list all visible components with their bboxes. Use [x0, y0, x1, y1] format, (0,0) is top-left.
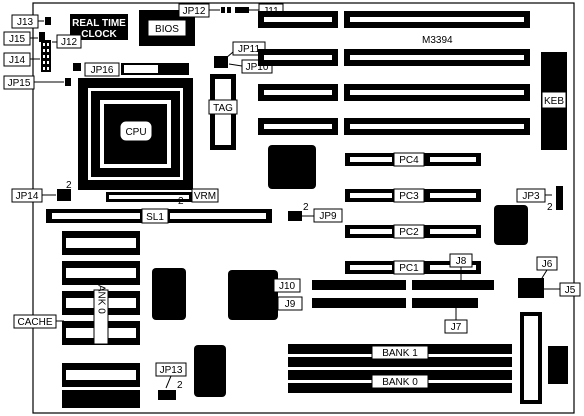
tag-chip: TAG — [208, 74, 238, 150]
j5-connector: J5 — [544, 282, 581, 297]
j12-label: J12 — [61, 37, 78, 48]
j6-connector: J6 — [518, 256, 558, 298]
jp15-label: JP15 — [8, 78, 31, 89]
j15-label: J15 — [9, 34, 26, 45]
j7-connector: J7 — [412, 298, 478, 334]
jp14-label: JP14 — [16, 191, 39, 202]
jp3-jumper: JP3 2 — [516, 186, 563, 213]
jp13-label: JP13 — [160, 365, 183, 376]
chipset-chip — [268, 145, 316, 189]
pci-controller-chip — [228, 270, 278, 320]
cache-bank-label: BANK 0 — [96, 278, 107, 314]
j14-connector: J14 — [3, 40, 51, 72]
pc3-label: PC3 — [399, 191, 419, 202]
bios-label: BIOS — [155, 24, 179, 35]
keb-label: KEB — [544, 96, 564, 107]
j5-label: J5 — [565, 285, 576, 296]
j9-label: J9 — [285, 299, 296, 310]
pci-slot-pc4: PC4 — [345, 152, 481, 167]
jp12-jumper: JP12 — [178, 3, 231, 18]
pc2-label: PC2 — [399, 227, 419, 238]
j10-connector: J10 — [273, 278, 406, 293]
cache-label-box: CACHE — [13, 314, 64, 329]
pc4-label: PC4 — [399, 155, 419, 166]
cpu-socket: CPU — [78, 78, 193, 190]
jp9-label: JP9 — [319, 211, 337, 222]
rtc-label-line1: REAL TIME — [72, 18, 126, 29]
jp11-label: JP11 — [238, 44, 260, 55]
vrm-pin-mark: 2 — [178, 196, 184, 207]
jp14-jumper: JP14 2 — [11, 180, 72, 203]
jp15-jumper: JP15 — [3, 75, 71, 90]
pc1-label: PC1 — [399, 263, 419, 274]
pci-slot-pc2: PC2 — [345, 224, 481, 239]
jp16-jumper: JP16 — [73, 62, 189, 77]
jp14-pin-mark: 2 — [66, 180, 72, 191]
sram-chip — [152, 268, 186, 320]
pci-slot-pc3: PC3 — [345, 188, 481, 203]
jp12-label: JP12 — [183, 6, 206, 17]
rtc-label-line2: CLOCK — [81, 29, 117, 40]
j8-connector: J8 — [412, 253, 494, 290]
memory-controller-chip — [194, 345, 226, 397]
j12-connector: J12 — [52, 34, 82, 49]
bank1-label: BANK 1 — [382, 348, 418, 359]
j7-label: J7 — [451, 322, 462, 333]
j8-label: J8 — [456, 256, 467, 267]
j9-connector: J9 — [277, 296, 406, 311]
jp3-label: JP3 — [522, 191, 540, 202]
io-chip — [494, 205, 528, 245]
sl1-label: SL1 — [146, 212, 164, 223]
cache-memory: BANK 0 — [62, 231, 140, 408]
jp9-jumper: 2 JP9 — [288, 202, 343, 223]
jp11-jumper: JP11 — [214, 41, 266, 68]
jp16-label: JP16 — [91, 65, 114, 76]
j13-label: J13 — [17, 17, 34, 28]
isa-slots — [258, 11, 530, 135]
memory-bank-0: BANK 0 — [288, 370, 512, 393]
j10-label: J10 — [279, 281, 296, 292]
j6-label: J6 — [542, 259, 553, 270]
power-connector — [520, 312, 568, 404]
vrm-label: VRM — [194, 191, 216, 202]
jp3-pin-mark: 2 — [547, 202, 553, 213]
j15-connector: J15 — [3, 31, 45, 46]
jp13-jumper: JP13 2 — [155, 362, 187, 400]
jp13-pin-mark: 2 — [177, 380, 183, 391]
j13-connector: J13 — [11, 14, 51, 29]
cpu-label: CPU — [125, 127, 146, 138]
sl1-slot: SL1 — [46, 208, 272, 224]
board-model-label: M3394 — [422, 35, 453, 46]
vrm-connector: 2 VRM — [106, 188, 219, 207]
j14-label: J14 — [9, 55, 26, 66]
bank0-label: BANK 0 — [382, 377, 418, 388]
cache-label: CACHE — [17, 317, 52, 328]
tag-label: TAG — [213, 103, 233, 114]
jp10-label: JP10 — [246, 62, 269, 73]
keb-keyboard-controller: KEB — [541, 52, 567, 150]
memory-bank-1: BANK 1 — [288, 344, 512, 367]
jp9-pin-mark: 2 — [303, 202, 309, 213]
